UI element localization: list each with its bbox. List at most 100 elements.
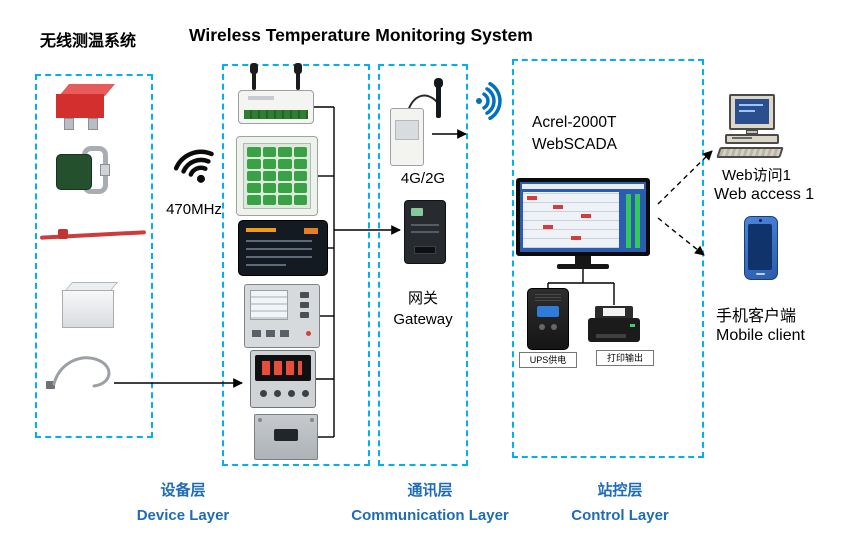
computer-system-unit xyxy=(725,134,779,144)
display-accent-block xyxy=(304,228,318,234)
meter-button xyxy=(274,390,281,397)
antenna-tip xyxy=(434,78,443,88)
ups-vent xyxy=(535,294,561,301)
screen-red-block xyxy=(553,205,563,209)
printer-slot xyxy=(596,334,626,338)
phone-camera xyxy=(759,219,762,222)
desktop-computer-icon xyxy=(716,94,788,160)
cable-curve xyxy=(46,356,111,389)
terminal-strip xyxy=(244,110,308,119)
gateway-window xyxy=(411,208,423,216)
indicator-cell xyxy=(262,171,276,181)
temperature-panel-image xyxy=(236,136,318,216)
display-accent-bar xyxy=(246,228,276,232)
control-layer-caption: 站控层 Control Layer xyxy=(538,479,702,524)
box-screw xyxy=(258,418,262,422)
mobile-client-label-zh: 手机客户端 xyxy=(716,308,797,325)
gateway-label-zh: 网关 xyxy=(407,290,438,307)
panel-screen xyxy=(243,143,311,209)
computer-stand xyxy=(746,130,758,134)
tie-head xyxy=(58,229,68,239)
screen-header xyxy=(522,184,644,189)
antenna xyxy=(436,84,441,118)
indicator-cell xyxy=(293,171,307,181)
screen-green-bars xyxy=(626,194,642,248)
indicator-cell xyxy=(278,159,292,169)
communication-layer-box xyxy=(378,64,468,466)
strap-temp-sensor-image xyxy=(56,146,114,198)
screen-red-block xyxy=(543,225,553,229)
ups-button xyxy=(539,324,545,330)
unit-key xyxy=(266,330,275,337)
screen-line xyxy=(739,110,755,112)
display-line xyxy=(246,264,286,266)
antenna-tip xyxy=(294,63,302,74)
computer-keyboard xyxy=(716,147,784,158)
4g-modem-image xyxy=(390,78,462,168)
communication-layer-caption-en: Communication Layer xyxy=(351,507,509,524)
sensor-clip xyxy=(64,118,74,130)
busbar-temp-sensor-image xyxy=(50,80,116,134)
unit-key xyxy=(252,330,261,337)
device-layer-caption-en: Device Layer xyxy=(136,507,230,524)
unit-screen xyxy=(250,290,288,320)
gateway-device-image xyxy=(404,200,446,264)
wireless-receiver-image xyxy=(236,63,316,126)
meter-button xyxy=(302,390,309,397)
indicator-cell xyxy=(247,147,261,157)
indicator-cell xyxy=(278,171,292,181)
cable-tie-sensor-image xyxy=(38,224,150,246)
ups-screen xyxy=(537,306,559,317)
gateway-label-en: Gateway xyxy=(393,311,453,328)
sensor-body xyxy=(56,154,92,190)
page-title-zh: 无线测温系统 xyxy=(40,33,137,50)
indicator-cell xyxy=(278,195,292,205)
monitor-screen xyxy=(520,182,646,252)
receiver-label-strip xyxy=(248,96,274,100)
antenna xyxy=(296,68,300,90)
printer-led xyxy=(630,324,635,327)
web-client-label-zh: Web访问1 xyxy=(722,167,791,184)
gateway-line xyxy=(411,231,439,233)
ups-button xyxy=(551,324,557,330)
scada-monitor-image xyxy=(516,178,650,274)
box-window xyxy=(274,429,298,441)
indicator-cell xyxy=(247,195,261,205)
printer-paper xyxy=(603,308,625,316)
unit-slot xyxy=(732,137,752,139)
gateway-port xyxy=(414,246,436,254)
monitor-stand xyxy=(575,256,591,264)
unit-button xyxy=(300,292,309,298)
page-title-en: Wireless Temperature Monitoring System xyxy=(189,25,533,45)
radio-frequency-label: 470MHz xyxy=(166,201,222,218)
indicator-cell xyxy=(262,147,276,157)
printer-label: 打印输出 xyxy=(596,350,654,366)
unit-led xyxy=(306,331,311,336)
indicator-cell xyxy=(247,159,261,169)
indicator-cell xyxy=(247,183,261,193)
web-client-label-en: Web access 1 xyxy=(714,186,815,203)
antenna xyxy=(252,68,256,90)
device-layer-caption-zh: 设备层 xyxy=(160,482,206,499)
device-layer-box xyxy=(35,74,153,438)
meter-button xyxy=(288,390,295,397)
wifi-icon xyxy=(163,132,227,195)
ups-label: UPS供电 xyxy=(519,352,577,368)
unit-button xyxy=(300,312,309,318)
display-line xyxy=(246,256,312,258)
gateway-label: 网关 Gateway xyxy=(378,288,468,330)
control-layer-caption-en: Control Layer xyxy=(571,507,669,524)
modem-slot xyxy=(395,120,419,140)
indicator-cell xyxy=(262,195,276,205)
digital-meter-image xyxy=(250,350,316,408)
screen-red-block xyxy=(571,236,581,240)
screen-red-block xyxy=(527,196,537,200)
indicator-cell xyxy=(293,147,307,157)
touchscreen-display-image xyxy=(238,220,328,276)
indicator-cell xyxy=(293,183,307,193)
indicator-cell xyxy=(278,147,292,157)
indicator-cell xyxy=(278,183,292,193)
sensor-front-face xyxy=(56,94,104,118)
sensor-clip xyxy=(88,118,98,130)
